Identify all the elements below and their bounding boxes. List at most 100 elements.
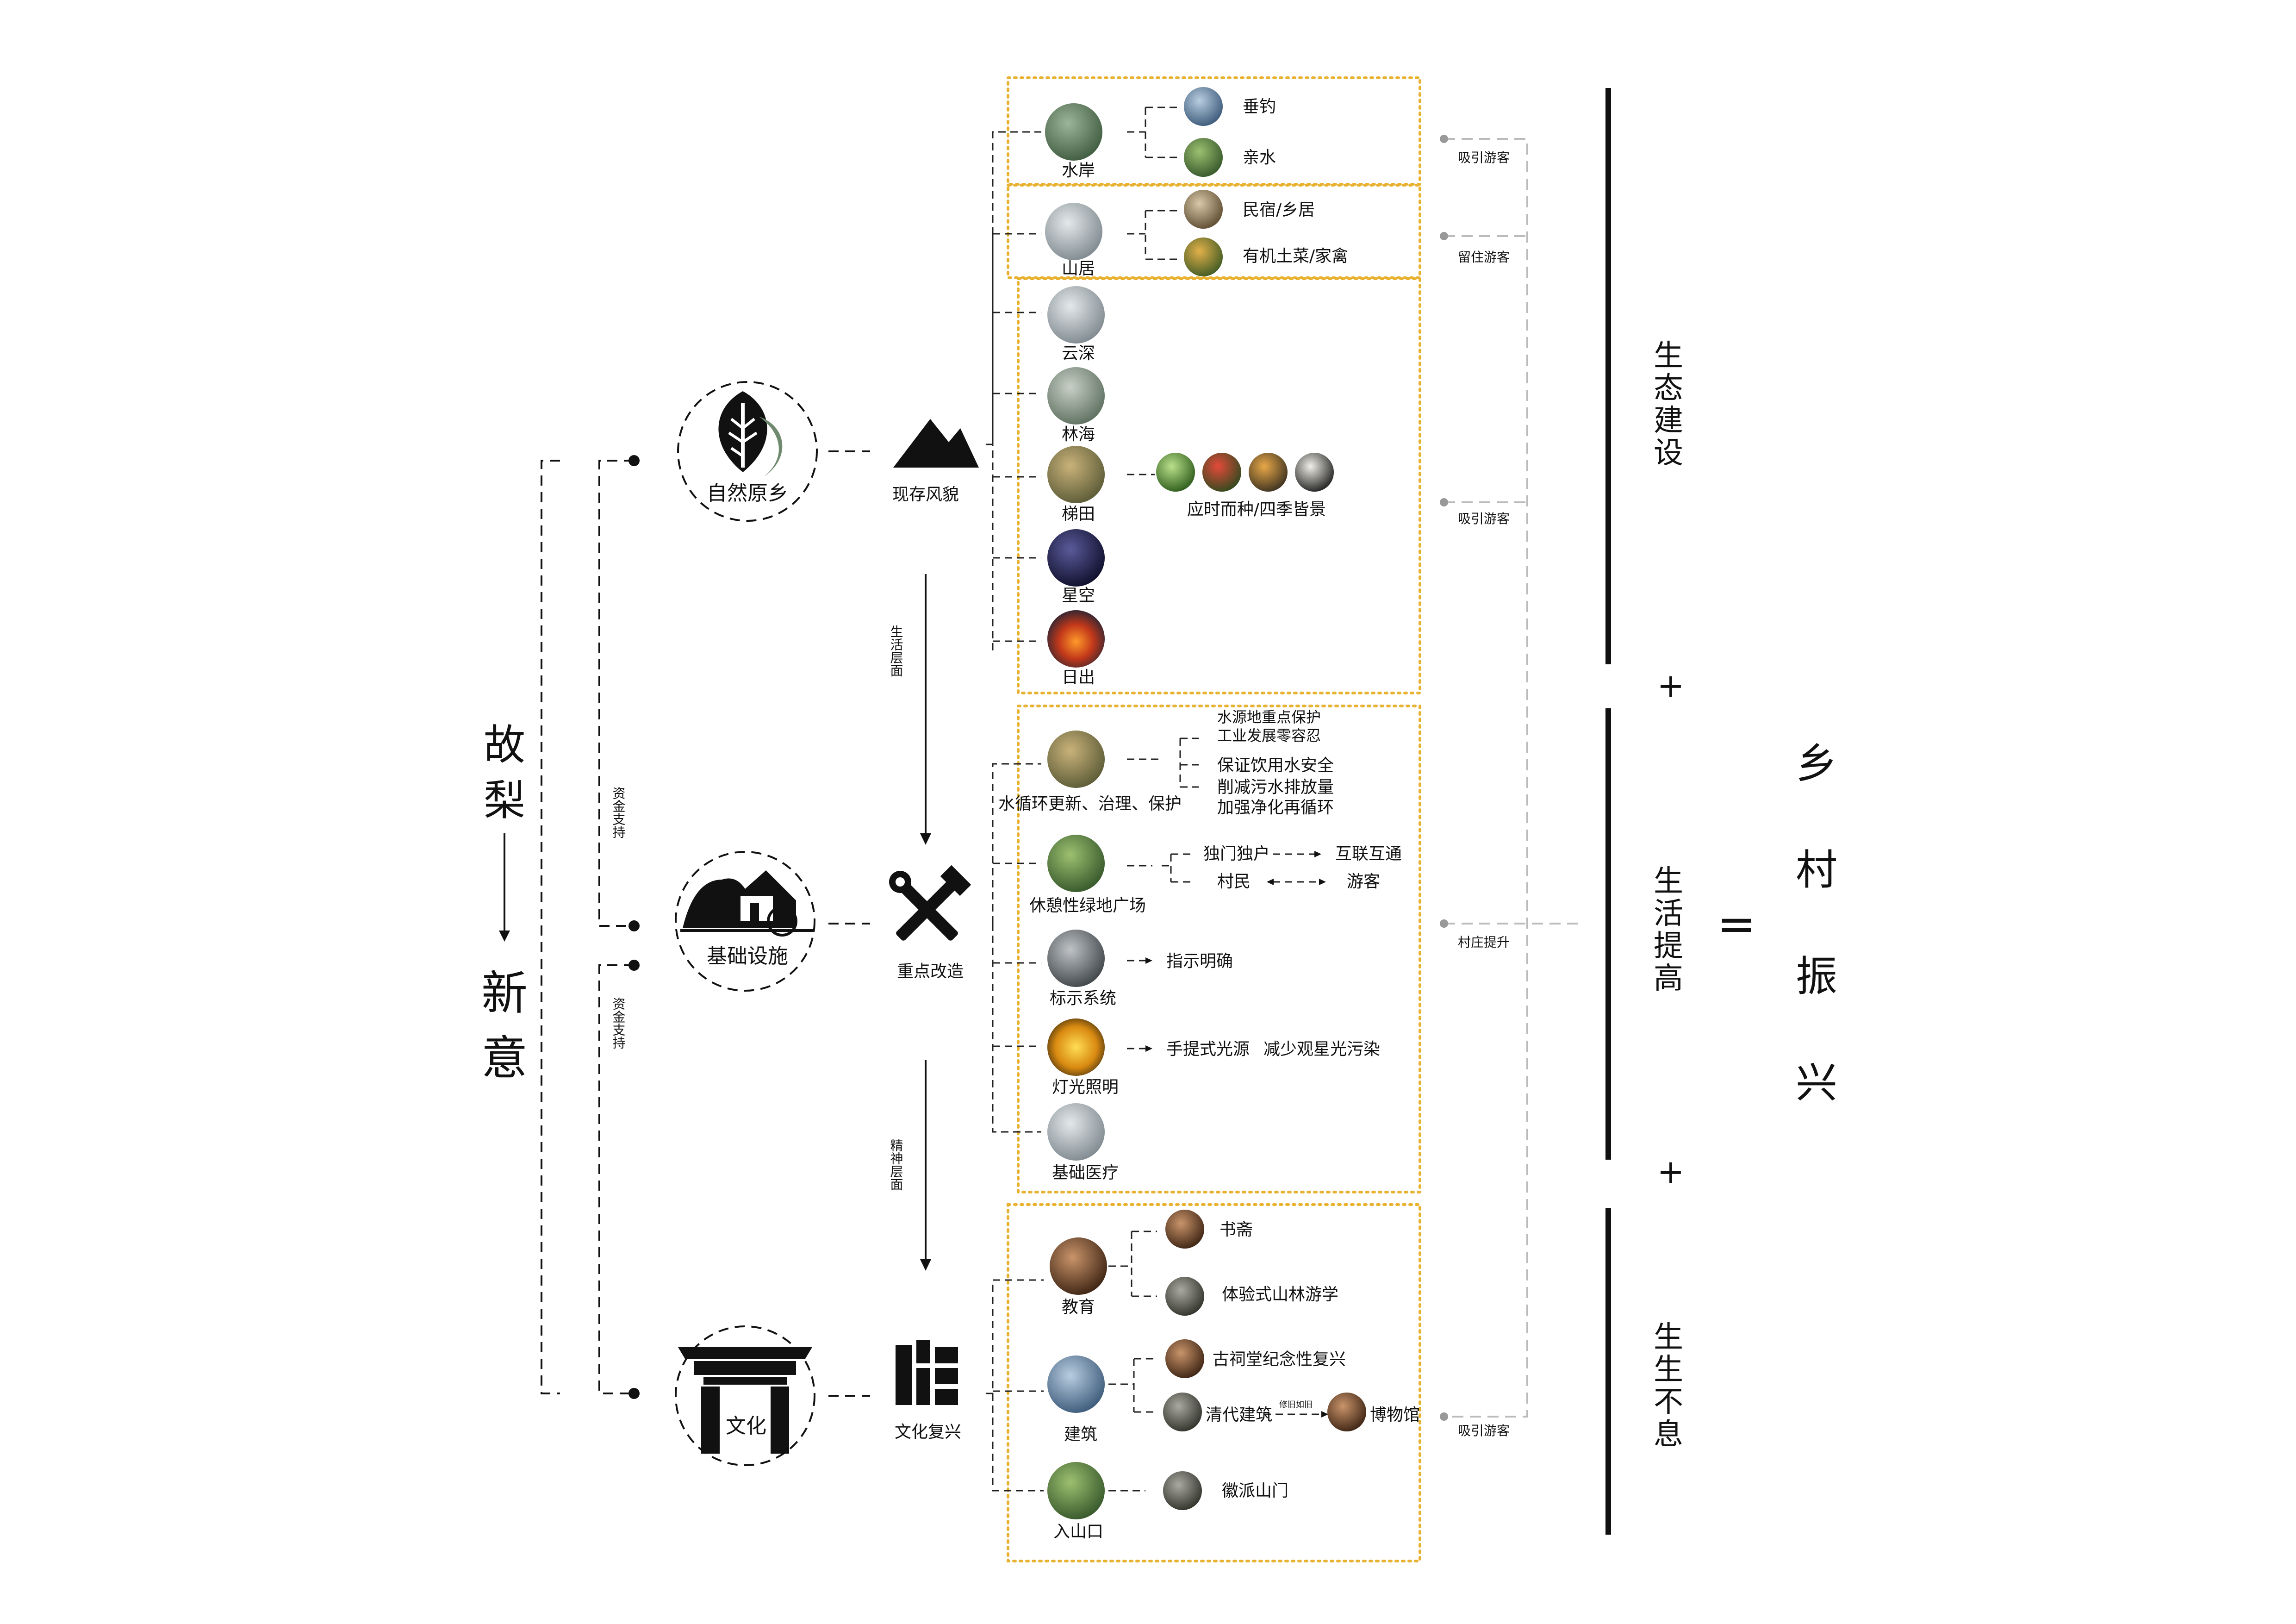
arrow-life-level: 生活层面 <box>889 574 931 845</box>
photo-hui-gate <box>1163 1471 1202 1510</box>
life-char-4: 高 <box>1654 962 1683 996</box>
archway-icon <box>678 1347 812 1454</box>
label-restore-old: 修旧如旧 <box>1279 1400 1313 1410</box>
photo-medical <box>1047 1103 1105 1161</box>
photo-waterfront <box>1045 103 1102 161</box>
photo-entrance <box>1047 1462 1105 1519</box>
label-clouds: 云深 <box>1062 344 1095 363</box>
stage-existing-label: 现存风貌 <box>892 485 959 504</box>
photo-water-play <box>1184 138 1223 177</box>
sheng-char-4: 息 <box>1654 1418 1683 1452</box>
summary-life: 生 活 提 高 <box>1654 864 1683 996</box>
label-purification: 加强净化再循环 <box>1217 798 1334 817</box>
eco-char-3: 建 <box>1654 404 1683 438</box>
nature-branch-lines <box>986 106 1180 650</box>
summary-result: 乡 村 振 兴 <box>1796 739 1837 1107</box>
plus-2: + <box>1657 1153 1685 1191</box>
photo-museum <box>1327 1393 1366 1431</box>
summary-continuity: 生 生 不 息 <box>1654 1320 1683 1452</box>
arrow-spirit-level: 精神层面 <box>889 1060 931 1271</box>
label-water-play: 亲水 <box>1243 148 1276 167</box>
effect-dot-1 <box>1440 135 1448 143</box>
label-independent: 独门独户 <box>1203 844 1270 863</box>
new-char-1: 新 <box>481 966 528 1020</box>
label-water-cycle: 水循环更新、治理、保护 <box>998 794 1182 813</box>
effect-attract-2: 吸引游客 <box>1458 511 1510 526</box>
label-study: 书斋 <box>1220 1220 1253 1239</box>
eco-char-2: 态 <box>1654 371 1683 406</box>
effect-retain: 留住游客 <box>1458 250 1510 265</box>
label-qing-building: 清代建筑 <box>1206 1405 1272 1424</box>
photo-qing-building <box>1163 1393 1202 1431</box>
pillar-nature: 自然原乡 <box>677 381 818 522</box>
label-lighting: 灯光照明 <box>1052 1078 1119 1097</box>
photo-veg-1 <box>1156 453 1195 492</box>
label-plaza: 休憩性绿地广场 <box>1029 896 1146 915</box>
label-fishing: 垂钓 <box>1243 97 1276 116</box>
sheng-char-3: 不 <box>1654 1385 1683 1419</box>
stage-existing: 现存风貌 <box>892 419 979 504</box>
down-arrow-head <box>499 931 510 942</box>
label-villagers: 村民 <box>1217 872 1251 891</box>
culture-branch-lines <box>986 1230 1328 1492</box>
photo-education <box>1050 1237 1107 1295</box>
photo-poultry <box>1184 237 1223 276</box>
photo-veg-4 <box>1295 453 1334 492</box>
photo-forest <box>1047 367 1105 425</box>
photo-terraces <box>1047 446 1105 503</box>
tools-icon <box>889 865 971 941</box>
life-char-3: 提 <box>1654 929 1683 963</box>
pillar-culture-label: 文化 <box>726 1414 766 1438</box>
effect-dot-5 <box>1440 1412 1448 1421</box>
box-culture <box>1007 1203 1421 1562</box>
effect-dot-4 <box>1440 919 1448 928</box>
effects-connectors <box>1440 135 1583 1421</box>
node-dot-infra-a <box>628 920 640 931</box>
label-tourists: 游客 <box>1347 872 1380 891</box>
label-ancestral-hall: 古祠堂纪念性复兴 <box>1213 1350 1346 1369</box>
eco-char-4: 设 <box>1654 436 1683 470</box>
label-sunrise: 日出 <box>1062 668 1095 687</box>
label-museum: 博物馆 <box>1370 1405 1420 1424</box>
main-bracket <box>541 460 560 1394</box>
result-char-2: 村 <box>1796 846 1837 894</box>
node-dot-culture <box>628 1388 640 1399</box>
equals-sign: = <box>1717 897 1756 951</box>
photo-plaza <box>1047 835 1105 892</box>
effect-attract-3: 吸引游客 <box>1458 1423 1510 1438</box>
old-char-1: 故 <box>484 721 525 769</box>
plus-1: + <box>1657 667 1685 705</box>
photo-architecture <box>1047 1355 1105 1413</box>
photo-fishing <box>1184 87 1223 126</box>
label-hui-gate: 徽派山门 <box>1222 1481 1288 1500</box>
funding-label-2: 资金支持 <box>611 997 626 1049</box>
label-clear-guide: 指示明确 <box>1166 952 1233 971</box>
label-education: 教育 <box>1062 1298 1095 1317</box>
effect-dot-3 <box>1440 498 1448 506</box>
books-icon <box>896 1340 958 1405</box>
stage-culture-label: 文化复兴 <box>895 1423 961 1442</box>
node-dot-nature <box>628 455 640 466</box>
box-infrastructure <box>1017 705 1421 1193</box>
life-char-2: 活 <box>1654 897 1683 931</box>
label-homestay: 民宿/乡居 <box>1243 200 1315 219</box>
label-mountain-home: 山居 <box>1062 259 1095 278</box>
title-old-new: 故 梨 新 意 <box>481 721 528 1085</box>
label-forest: 林海 <box>1062 425 1095 444</box>
summary-ecology: 生 态 建 设 <box>1654 339 1683 470</box>
node-dot-infra-b <box>628 960 640 971</box>
label-industry-zero: 工业发展零容忍 <box>1217 727 1321 744</box>
stage-renovation: 重点改造 <box>889 865 971 981</box>
photo-water-cycle <box>1047 731 1105 788</box>
house-landscape-icon <box>680 870 815 937</box>
label-water-protect: 水源地重点保护 <box>1217 708 1321 726</box>
funding-connectors: 资金支持 资金支持 <box>598 455 640 1399</box>
label-architecture: 建筑 <box>1064 1425 1097 1444</box>
photo-study <box>1165 1210 1204 1249</box>
label-study-tour: 体验式山林游学 <box>1222 1285 1338 1304</box>
label-terraces: 梯田 <box>1062 505 1095 524</box>
pillar-culture: 文化 <box>675 1325 815 1466</box>
photo-veg-2 <box>1202 453 1241 492</box>
sheng-char-1: 生 <box>1654 1320 1683 1355</box>
label-starry-sky: 星空 <box>1062 586 1095 605</box>
